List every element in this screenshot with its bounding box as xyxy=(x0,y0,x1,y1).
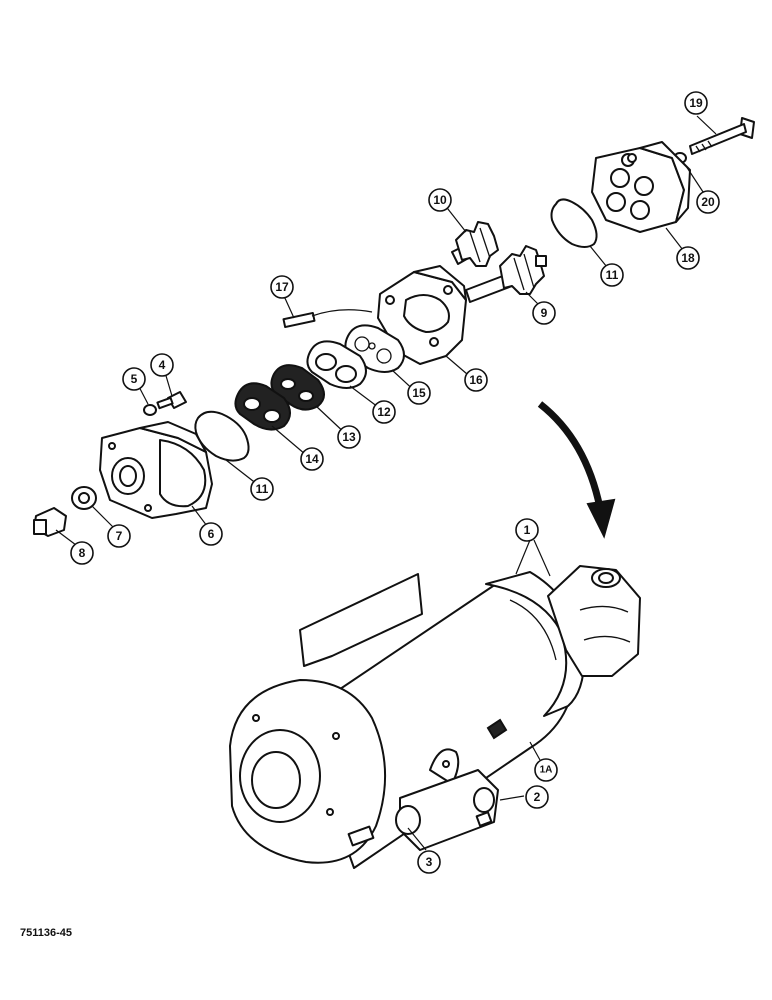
callout: 14 xyxy=(300,447,324,471)
bolt-part xyxy=(689,117,755,155)
callout-label: 6 xyxy=(208,527,215,541)
callout-label: 10 xyxy=(433,193,447,207)
driven-gear-part xyxy=(451,221,499,267)
lock-washer-part xyxy=(143,404,157,416)
callout: 4 xyxy=(150,353,174,377)
callout-label: 8 xyxy=(79,546,86,560)
callout: 1 xyxy=(515,518,539,542)
callout: 13 xyxy=(337,425,361,449)
callout: 10 xyxy=(428,188,452,212)
callout: 3 xyxy=(417,850,441,874)
callout-label: 2 xyxy=(534,790,541,804)
callout: 6 xyxy=(199,522,223,546)
callout-label: 15 xyxy=(412,386,426,400)
callout: 16 xyxy=(464,368,488,392)
callout: 19 xyxy=(684,91,708,115)
callout-label: 12 xyxy=(377,405,391,419)
callout-label: 9 xyxy=(541,306,548,320)
callout-label: 1 xyxy=(524,523,531,537)
drive-gear-part xyxy=(465,245,547,303)
callout-label: 5 xyxy=(131,372,138,386)
callout-label: 11 xyxy=(606,268,619,282)
callout: 11 xyxy=(600,263,624,287)
callout: 11 xyxy=(250,477,274,501)
callout-label: 3 xyxy=(426,855,433,869)
callout-label: 18 xyxy=(681,251,695,265)
gear-housing-part xyxy=(377,265,467,365)
callout-label: 16 xyxy=(469,373,483,387)
nut-part xyxy=(71,486,97,510)
end-cover-part xyxy=(591,141,691,233)
callout-label: 17 xyxy=(275,280,289,294)
arrow-head xyxy=(586,498,616,539)
motor-pump-assembly xyxy=(229,565,641,869)
callout-label: 13 xyxy=(342,430,356,444)
callout: 12 xyxy=(372,400,396,424)
mounting-flange-part xyxy=(99,421,213,519)
cap-screw-part xyxy=(156,391,187,410)
assembly-arrow xyxy=(537,401,604,509)
callout: 9 xyxy=(532,301,556,325)
o-ring-part xyxy=(194,410,250,462)
callout: 7 xyxy=(107,524,131,548)
callout-label: 19 xyxy=(689,96,703,110)
callout-label: 1A xyxy=(540,765,553,776)
callout: 15 xyxy=(407,381,431,405)
figure-id: 751136-45 xyxy=(20,927,72,939)
fitting-part xyxy=(33,507,67,537)
callout: 20 xyxy=(696,190,720,214)
backup-gasket-part xyxy=(234,382,291,431)
callout-label: 14 xyxy=(305,452,319,466)
callout: 2 xyxy=(525,785,549,809)
callout-label: 20 xyxy=(701,195,715,209)
callout: 17 xyxy=(270,275,294,299)
callout: 5 xyxy=(122,367,146,391)
o-ring-part xyxy=(550,198,598,248)
callout: 18 xyxy=(676,246,700,270)
callout-label: 4 xyxy=(159,358,166,372)
callout: 8 xyxy=(70,541,94,565)
callout: 1A xyxy=(534,758,558,782)
callout-label: 7 xyxy=(116,529,123,543)
callout-label: 11 xyxy=(256,482,269,496)
dowel-pin-part xyxy=(282,311,316,329)
seal-plate-part xyxy=(306,340,367,389)
